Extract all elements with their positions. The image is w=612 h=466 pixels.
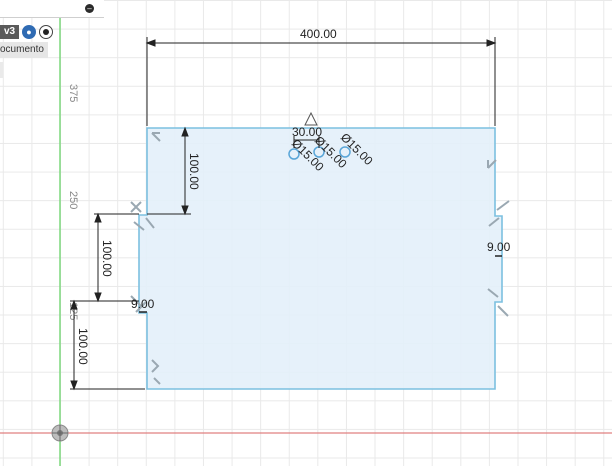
constraint-icon-bottom-left (151, 359, 161, 385)
browser-panel: – v3 ● ocumento (0, 0, 104, 80)
browser-sub-item[interactable] (0, 62, 3, 78)
constraint-icon-left-notch-top2 (133, 217, 155, 231)
dimension-left-bottom-100-label[interactable]: 100.00 (76, 328, 90, 365)
user-icon[interactable]: ● (22, 25, 36, 39)
browser-document-item[interactable]: ocumento (0, 42, 48, 58)
dimension-width-400[interactable] (145, 37, 497, 126)
constraint-icon-left-notch-top (130, 201, 142, 213)
constraint-icon-right-notch-top (488, 200, 510, 227)
constraint-icons (130, 132, 510, 385)
hole-circle-3 (339, 146, 351, 158)
dimension-hole-spacing-30[interactable] (293, 136, 320, 148)
dimension-left-mid-100-label[interactable]: 100.00 (100, 240, 114, 277)
hole-circle-1 (288, 148, 300, 160)
dimension-left-notch-9-label[interactable]: 9.00 (131, 297, 155, 311)
dimension-left-mid-100[interactable] (94, 212, 139, 303)
dimension-hole-spacing-30-label[interactable]: 30.00 (292, 125, 322, 139)
browser-topbar: – (0, 0, 104, 18)
triangle-marker-icon (304, 111, 318, 126)
dimension-left-depth-100-label[interactable]: 100.00 (187, 153, 201, 190)
eye-icon[interactable] (39, 25, 53, 39)
axis-tick-375: 375 (67, 84, 79, 102)
dimension-left-depth-100[interactable] (147, 126, 191, 216)
dimension-right-notch-9-label[interactable]: 9.00 (487, 240, 511, 254)
constraint-icon-top-left (151, 132, 161, 142)
version-badge[interactable]: v3 (0, 25, 19, 39)
minus-circle-icon[interactable]: – (85, 4, 94, 13)
axis-tick-250: 250 (67, 191, 79, 209)
constraint-icon-right-top (487, 159, 497, 169)
constraint-icon-right-notch-bottom (487, 288, 509, 317)
dimension-left-bottom-100[interactable] (70, 299, 145, 391)
dimension-width-400-label[interactable]: 400.00 (300, 27, 337, 41)
origin-icon[interactable] (51, 424, 69, 442)
sketch-profile[interactable] (138, 127, 503, 390)
document-label: ocumento (0, 44, 44, 55)
